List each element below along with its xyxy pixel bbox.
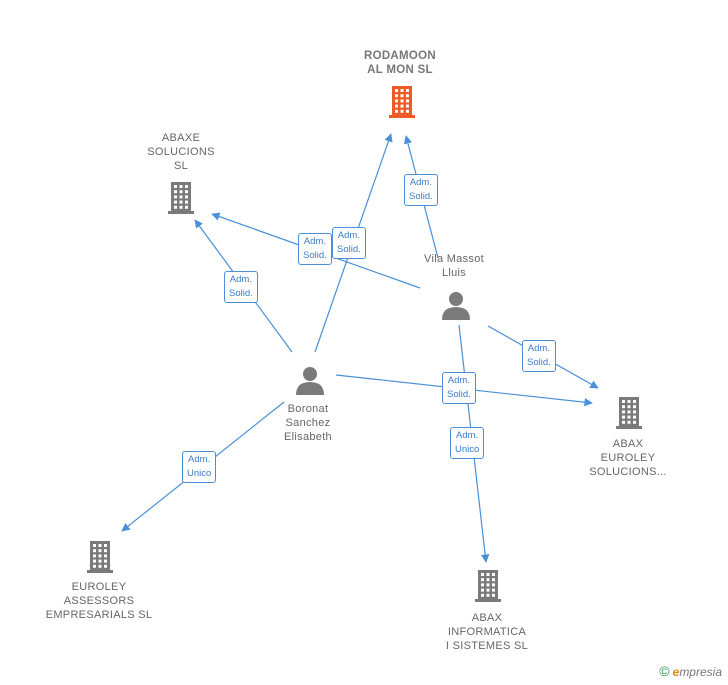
abaxe-building-icon[interactable] [168, 182, 194, 214]
brand-name: mpresia [679, 665, 722, 679]
edge-label-boronat-to-rodamoon[interactable]: Adm. Solid. [332, 227, 366, 259]
edge-label-boronat-to-abax_euroley[interactable]: Adm. Solid. [442, 372, 476, 404]
brand-initial: e [672, 665, 680, 679]
vila-person-icon[interactable] [442, 292, 470, 320]
node-label-euroley_assessors[interactable]: EUROLEY ASSESSORS EMPRESARIALS SL [45, 581, 153, 621]
copyright-icon: © [659, 663, 670, 679]
node-label-abax_euroley[interactable]: ABAX EUROLEY SOLUCIONS... [589, 438, 667, 478]
empresia-brand[interactable]: ©empresia [659, 663, 722, 679]
abax_informatica-building-icon[interactable] [475, 570, 501, 602]
euroley_assessors-building-icon[interactable] [87, 541, 113, 573]
abax_euroley-building-icon[interactable] [616, 397, 642, 429]
node-label-rodamoon[interactable]: RODAMOON AL MON SL [363, 50, 437, 76]
boronat-person-icon[interactable] [296, 367, 324, 395]
node-label-abaxe[interactable]: ABAXE SOLUCIONS SL [147, 132, 215, 172]
rodamoon-building-icon[interactable] [389, 86, 415, 118]
edge-label-vila-to-abaxe[interactable]: Adm. Solid. [298, 233, 332, 265]
node-label-boronat[interactable]: Boronat Sanchez Elisabeth [284, 403, 332, 443]
edge-label-vila-to-abax_informatica[interactable]: Adm. Unico [450, 427, 485, 459]
edge-label-boronat-to-euroley_assessors[interactable]: Adm. Unico [182, 451, 217, 483]
edge-label-boronat-to-abaxe[interactable]: Adm. Solid. [224, 271, 258, 303]
edge-label-vila-to-abax_euroley[interactable]: Adm. Solid. [522, 340, 556, 372]
node-label-vila[interactable]: Vila Massot Lluis [424, 253, 484, 279]
node-label-abax_informatica[interactable]: ABAX INFORMATICA I SISTEMES SL [445, 612, 529, 652]
edge-label-vila-to-rodamoon[interactable]: Adm. Solid. [404, 174, 438, 206]
